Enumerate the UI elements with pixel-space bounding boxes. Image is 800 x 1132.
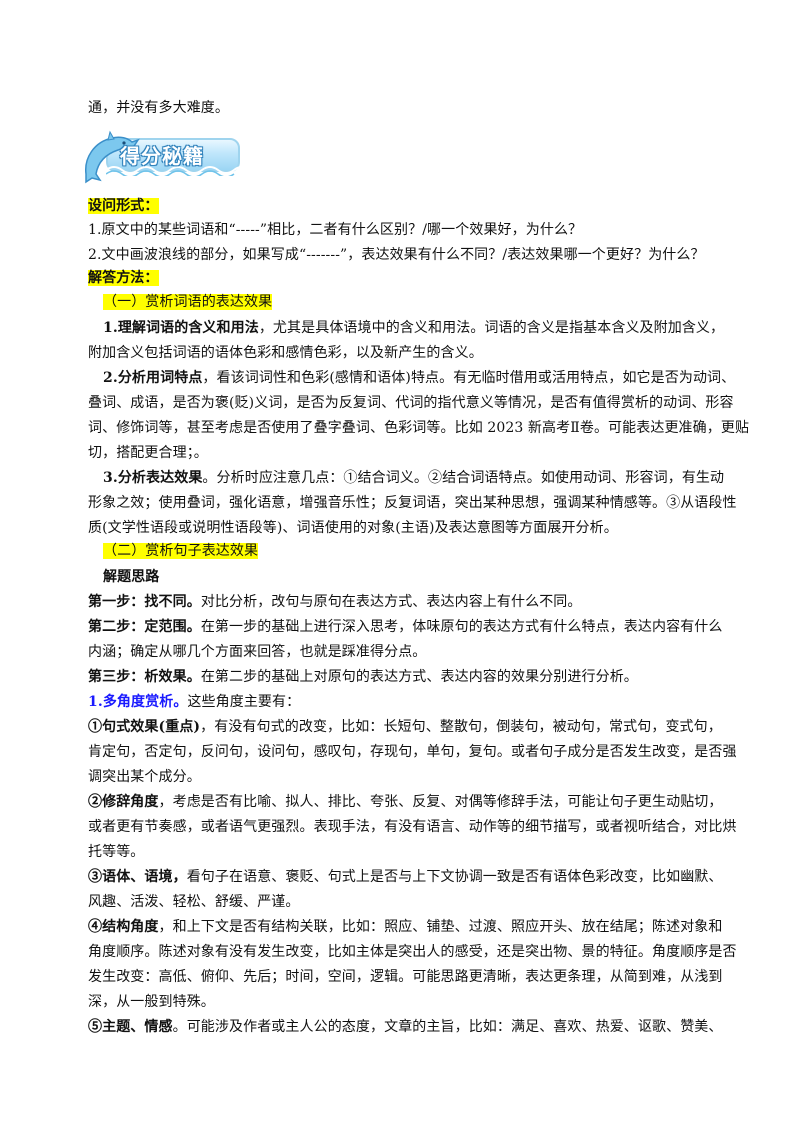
paragraph-line: 第一步：找不同。对比分析，改句与原句在表达方式、表达内容上有什么不同。 (88, 594, 582, 610)
section-heading: （二）赏析句子表达效果 (103, 543, 259, 559)
badge-title: 得分秘籍 (120, 144, 204, 168)
paragraph-line: 发生改变：高低、俯仰、先后；时间，空间，逻辑。可能思路更清晰，表达更条理，从简到… (88, 969, 723, 985)
paragraph-line: 第三步：析效果。在第二步的基础上对原句的表达方式、表达内容的效果分别进行分析。 (88, 669, 638, 685)
paragraph-line: 1.多角度赏析。这些角度主要有： (88, 694, 301, 710)
sub-heading: 解题思路 (103, 569, 160, 585)
paragraph-line: 质(文学性语段或说明性语段等)、词语使用的对象(主语)及表达意图等方面展开分析。 (88, 520, 618, 536)
paragraph-line: 叠词、成语，是否为褒(贬)义词，是否为反复词、代词的指代意义等情况，是否有值得赏… (88, 395, 734, 411)
paragraph-line: 附加含义包括词语的语体色彩和感情色彩，以及新产生的含义。 (88, 345, 483, 361)
score-tips-badge: 得分秘籍 (80, 128, 242, 184)
paragraph-line: ①句式效果(重点)，有没有句式的改变，比如：长短句、整散句，倒装句，被动句，常式… (88, 719, 722, 735)
paragraph-line: 1.理解词语的含义和用法，尤其是具体语境中的含义和用法。词语的含义是指基本含义及… (103, 320, 725, 336)
paragraph-line: 角度顺序。陈述对象有没有发生改变，比如主体是突出人的感受，还是突出物、景的特征。… (88, 944, 737, 960)
paragraph-line: ②修辞角度，考虑是否有比喻、拟人、排比、夸张、反复、对偶等修辞手法，可能让句子更… (88, 794, 723, 810)
dolphin-icon (85, 130, 140, 184)
text-line: 通，并没有多大难度。 (88, 100, 229, 116)
wave-decoration (106, 166, 240, 176)
paragraph-line: 调突出某个成分。 (88, 769, 201, 785)
paragraph-line: 深，从一般到特殊。 (88, 994, 215, 1010)
paragraph-line: 形象之效；使用叠词，强化语意，增强音乐性；反复词语，突出某种思想，强调某种情感等… (88, 495, 737, 511)
paragraph-line: ③语体、语境，看句子在语意、褒贬、句式上是否与上下文协调一致是否有语体色彩改变，… (88, 869, 723, 885)
paragraph-line: ⑤主题、情感。可能涉及作者或主人公的态度，文章的主旨，比如：满足、喜欢、热爱、讴… (88, 1019, 723, 1035)
paragraph-line: 3.分析表达效果。分析时应注意几点：①结合词义。②结合词语特点。如使用动词、形容… (103, 470, 725, 486)
paragraph-line: 风趣、活泼、轻松、舒缓、严谨。 (88, 894, 300, 910)
paragraph-line: 内涵；确定从哪几个方面来回答，也就是踩准得分点。 (88, 644, 427, 660)
paragraph-line: 托等等。 (88, 844, 145, 860)
text-line: 2.文中画波浪线的部分，如果写成“-------”，表达效果有什么不同？/表达效… (88, 247, 705, 263)
text-line: 设问形式： (88, 198, 159, 214)
paragraph-line: 2.分析用词特点，看该词词性和色彩(感情和语体)特点。有无临时借用或活用特点，如… (103, 370, 736, 386)
paragraph-line: ④结构角度，和上下文是否有结构关联，比如：照应、铺垫、过渡、照应开头、放在结尾；… (88, 919, 723, 935)
section-heading: （一）赏析词语的表达效果 (103, 294, 273, 310)
paragraph-line: 切，搭配更合理；。 (88, 445, 208, 461)
text-line: 1.原文中的某些词语和“-----”相比，二者有什么区别？/哪一个效果好，为什么… (88, 222, 583, 238)
paragraph-line: 肯定句，否定句，反问句，设问句，感叹句，存现句，单句，复句。或者句子成分是否发生… (88, 744, 737, 760)
paragraph-line: 或者更有节奏感，或者语气更强烈。表现手法，有没有语言、动作等的细节描写，或者视听… (88, 819, 737, 835)
paragraph-line: 第二步：定范围。在第一步的基础上进行深入思考，体味原句的表达方式有什么特点，表达… (88, 619, 723, 635)
paragraph-line: 词、修饰词等，甚至考虑是否使用了叠字叠词、色彩词等。比如 2023 新高考Ⅱ卷。… (88, 420, 750, 436)
text-line: 解答方法： (88, 270, 159, 286)
